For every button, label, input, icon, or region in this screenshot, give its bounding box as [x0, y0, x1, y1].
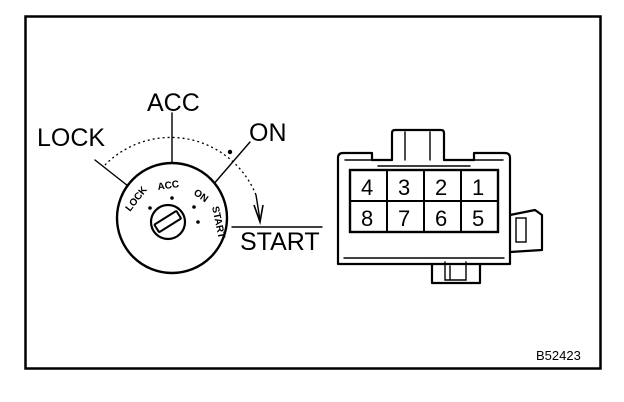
ignition-key-switch: LOCK ACC ON START LOCK ACC ON START	[37, 89, 323, 275]
label-on: ON	[249, 119, 287, 147]
pin-2: 2	[435, 175, 447, 200]
pin-6: 6	[435, 206, 447, 231]
label-lock: LOCK	[37, 124, 105, 152]
start-arrow	[253, 204, 264, 226]
connector: 4 3 2 1 8 7 6 5	[336, 128, 544, 285]
pin-3: 3	[398, 175, 410, 200]
pin-4: 4	[361, 175, 373, 200]
connector-housing	[336, 128, 512, 266]
pin-7: 7	[398, 206, 410, 231]
ring-label-acc: ACC	[157, 179, 180, 193]
lock-leader	[94, 159, 129, 187]
figure-code: B52423	[536, 348, 581, 363]
figure-frame	[24, 15, 602, 370]
bottom-tab	[430, 262, 482, 285]
key-slot	[153, 210, 182, 233]
pin-5: 5	[472, 206, 484, 231]
on-leader	[211, 141, 251, 187]
lock-tab	[508, 208, 544, 254]
pin-8: 8	[361, 206, 373, 231]
label-acc: ACC	[147, 89, 200, 117]
label-start: START	[240, 228, 320, 256]
pin-1: 1	[472, 175, 484, 200]
position-arc	[104, 136, 257, 196]
